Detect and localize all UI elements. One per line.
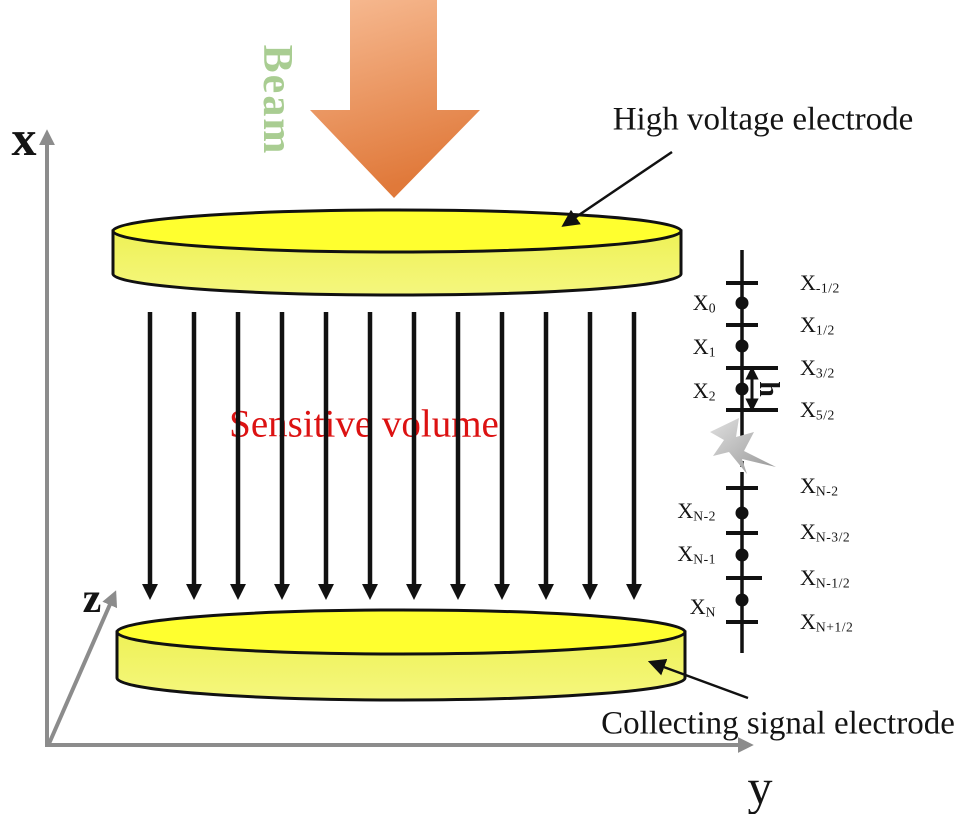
node-label-x1-sub: 1	[708, 344, 716, 360]
node-label-xn-1: XN-1	[556, 540, 716, 568]
node-label-xn-plus1-2: XN+1/2	[800, 608, 976, 636]
collecting-leader-arrow	[647, 658, 749, 700]
node-label-x-neg1-2-base: X	[800, 270, 816, 295]
node-label-x0: X0	[556, 289, 716, 317]
node-label-xn-2-right-sub: N-2	[815, 483, 839, 499]
node-label-x1-2: X1/2	[800, 311, 976, 339]
node-label-xn-2-sub: N-2	[693, 508, 716, 524]
node-label-x3-2-base: X	[800, 355, 816, 380]
node-label-xn-1-2-base: X	[800, 565, 816, 590]
node-label-xn-2: XN-2	[556, 497, 716, 525]
node-label-xn-1-sub: N-1	[693, 551, 716, 567]
node-label-x2: X2	[556, 377, 716, 405]
y-axis-label: y	[747, 759, 773, 814]
node-label-x1-2-base: X	[800, 312, 816, 337]
h-spacing-label: h	[753, 381, 784, 397]
collecting-electrode-top	[115, 608, 687, 656]
collecting-electrode	[115, 608, 687, 702]
high-voltage-electrode	[111, 208, 683, 297]
high-voltage-leader-arrow	[561, 150, 673, 227]
node-label-x1-2-sub: 1/2	[815, 322, 835, 338]
node-label-x3-2: X3/2	[800, 354, 976, 382]
grid-node-dot	[735, 339, 749, 353]
grid-node-dot	[735, 296, 749, 310]
collecting-signal-electrode-label: Collecting signal electrode	[601, 705, 955, 742]
high-voltage-electrode-label: High voltage electrode	[612, 101, 914, 138]
node-label-xn-plus1-2-sub: N+1/2	[815, 619, 854, 635]
grid-node-dot	[735, 548, 749, 562]
high-voltage-electrode-top	[111, 208, 683, 254]
node-label-x1-base: X	[692, 334, 709, 359]
x-axis-label: x	[11, 110, 37, 166]
discretization-axis	[726, 250, 778, 653]
node-label-xn-sub: N	[705, 604, 716, 620]
node-label-xn-2-right-base: X	[800, 473, 816, 498]
node-label-xn-2-right: XN-2	[800, 472, 976, 500]
lightning-bolt-icon	[710, 418, 776, 474]
coordinate-axes	[39, 129, 754, 753]
node-label-x2-base: X	[692, 378, 709, 403]
node-label-x1: X1	[556, 333, 716, 361]
node-label-x0-base: X	[692, 290, 709, 315]
z-axis	[46, 590, 118, 747]
node-label-x2-sub: 2	[708, 388, 716, 404]
node-label-xn: XN	[556, 593, 716, 621]
field-lines	[141, 312, 643, 600]
sensitive-volume-label: Sensitive volume	[229, 402, 499, 446]
grid-node-dot	[735, 382, 749, 396]
node-label-xn-3-2-base: X	[800, 519, 816, 544]
node-label-x0-sub: 0	[708, 300, 716, 316]
node-label-xn-plus1-2-base: X	[800, 609, 816, 634]
z-axis-label: z	[82, 576, 102, 622]
node-label-x5-2: X5/2	[800, 396, 976, 424]
node-label-xn-3-2: XN-3/2	[800, 518, 976, 546]
grid-node-dot	[735, 506, 749, 520]
node-label-x5-2-base: X	[800, 397, 816, 422]
node-label-xn-base: X	[689, 594, 706, 619]
node-label-xn-2-base: X	[677, 498, 694, 523]
grid-node-dot	[735, 593, 749, 607]
node-label-x3-2-sub: 3/2	[815, 365, 835, 381]
node-label-xn-1-2: XN-1/2	[800, 564, 976, 592]
beam-arrow	[310, 0, 480, 198]
node-label-xn-1-base: X	[677, 541, 694, 566]
node-label-x-neg1-2-sub: -1/2	[815, 280, 840, 296]
node-label-xn-1-2-sub: N-1/2	[815, 575, 851, 591]
node-label-x5-2-sub: 5/2	[815, 407, 835, 423]
beam-label: Beam	[254, 44, 300, 156]
node-label-x-neg1-2: X-1/2	[800, 269, 976, 297]
node-label-xn-3-2-sub: N-3/2	[815, 529, 851, 545]
